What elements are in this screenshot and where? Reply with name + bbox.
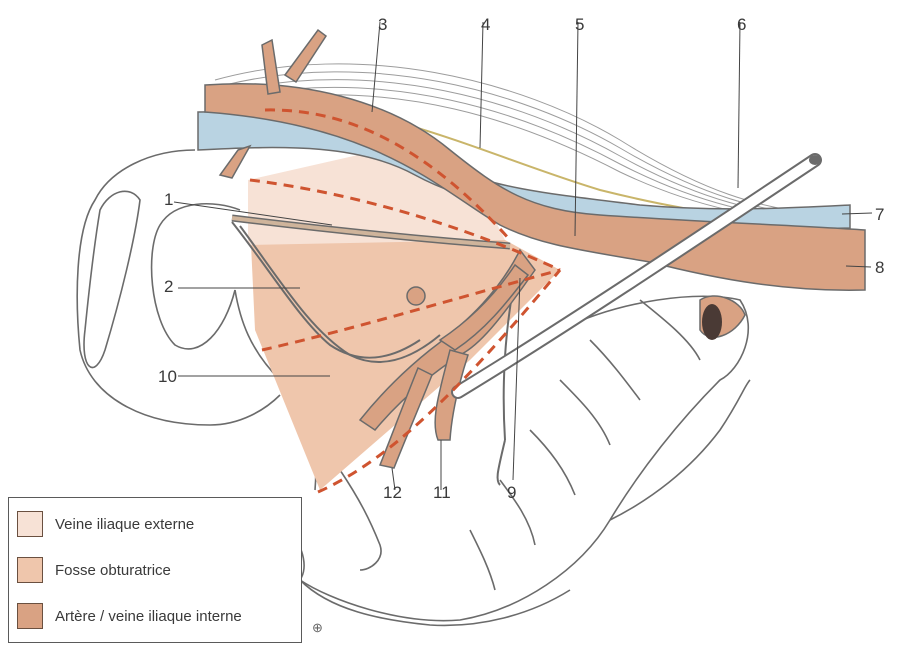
legend-swatch <box>17 511 43 537</box>
legend-item-obturator-fossa: Fosse obturatrice <box>17 556 171 584</box>
publisher-mark: ⊕ <box>312 620 323 636</box>
pelvic-rim-lower <box>610 380 750 520</box>
legend-label: Artère / veine iliaque interne <box>55 608 242 625</box>
callout-1: 1 <box>164 190 173 209</box>
callout-2: 2 <box>164 277 173 296</box>
legend-label: Veine iliaque externe <box>55 516 194 533</box>
callout-7: 7 <box>875 205 884 224</box>
sacral-edge <box>640 300 700 360</box>
callout-4: 4 <box>481 15 490 34</box>
iliac-wing-inner <box>84 191 140 367</box>
sacral-segment-2 <box>560 380 610 445</box>
callout-11: 11 <box>433 483 451 502</box>
sacral-segment-3 <box>530 430 575 495</box>
sacral-segment-4 <box>500 480 535 545</box>
vessel-lumen <box>702 304 722 340</box>
callout-10: 10 <box>158 367 177 386</box>
legend-label: Fosse obturatrice <box>55 562 171 579</box>
legend: Veine iliaque externe Fosse obturatrice … <box>8 497 302 643</box>
callout-8: 8 <box>875 258 884 277</box>
legend-item-external-iliac-vein: Veine iliaque externe <box>17 510 194 538</box>
callout-6: 6 <box>737 15 746 34</box>
obturator-node <box>407 287 425 305</box>
callout-3: 3 <box>378 15 387 34</box>
legend-swatch <box>17 603 43 629</box>
callout-9: 9 <box>507 483 516 502</box>
coccyx <box>300 580 570 625</box>
legend-item-internal-iliac: Artère / veine iliaque interne <box>17 602 242 630</box>
callout-5: 5 <box>575 15 584 34</box>
callout-12: 12 <box>383 483 402 502</box>
legend-swatch <box>17 557 43 583</box>
sacral-segment-5 <box>470 530 495 590</box>
ischial-tuberosity <box>340 470 381 570</box>
sacral-segment-1 <box>590 340 640 400</box>
